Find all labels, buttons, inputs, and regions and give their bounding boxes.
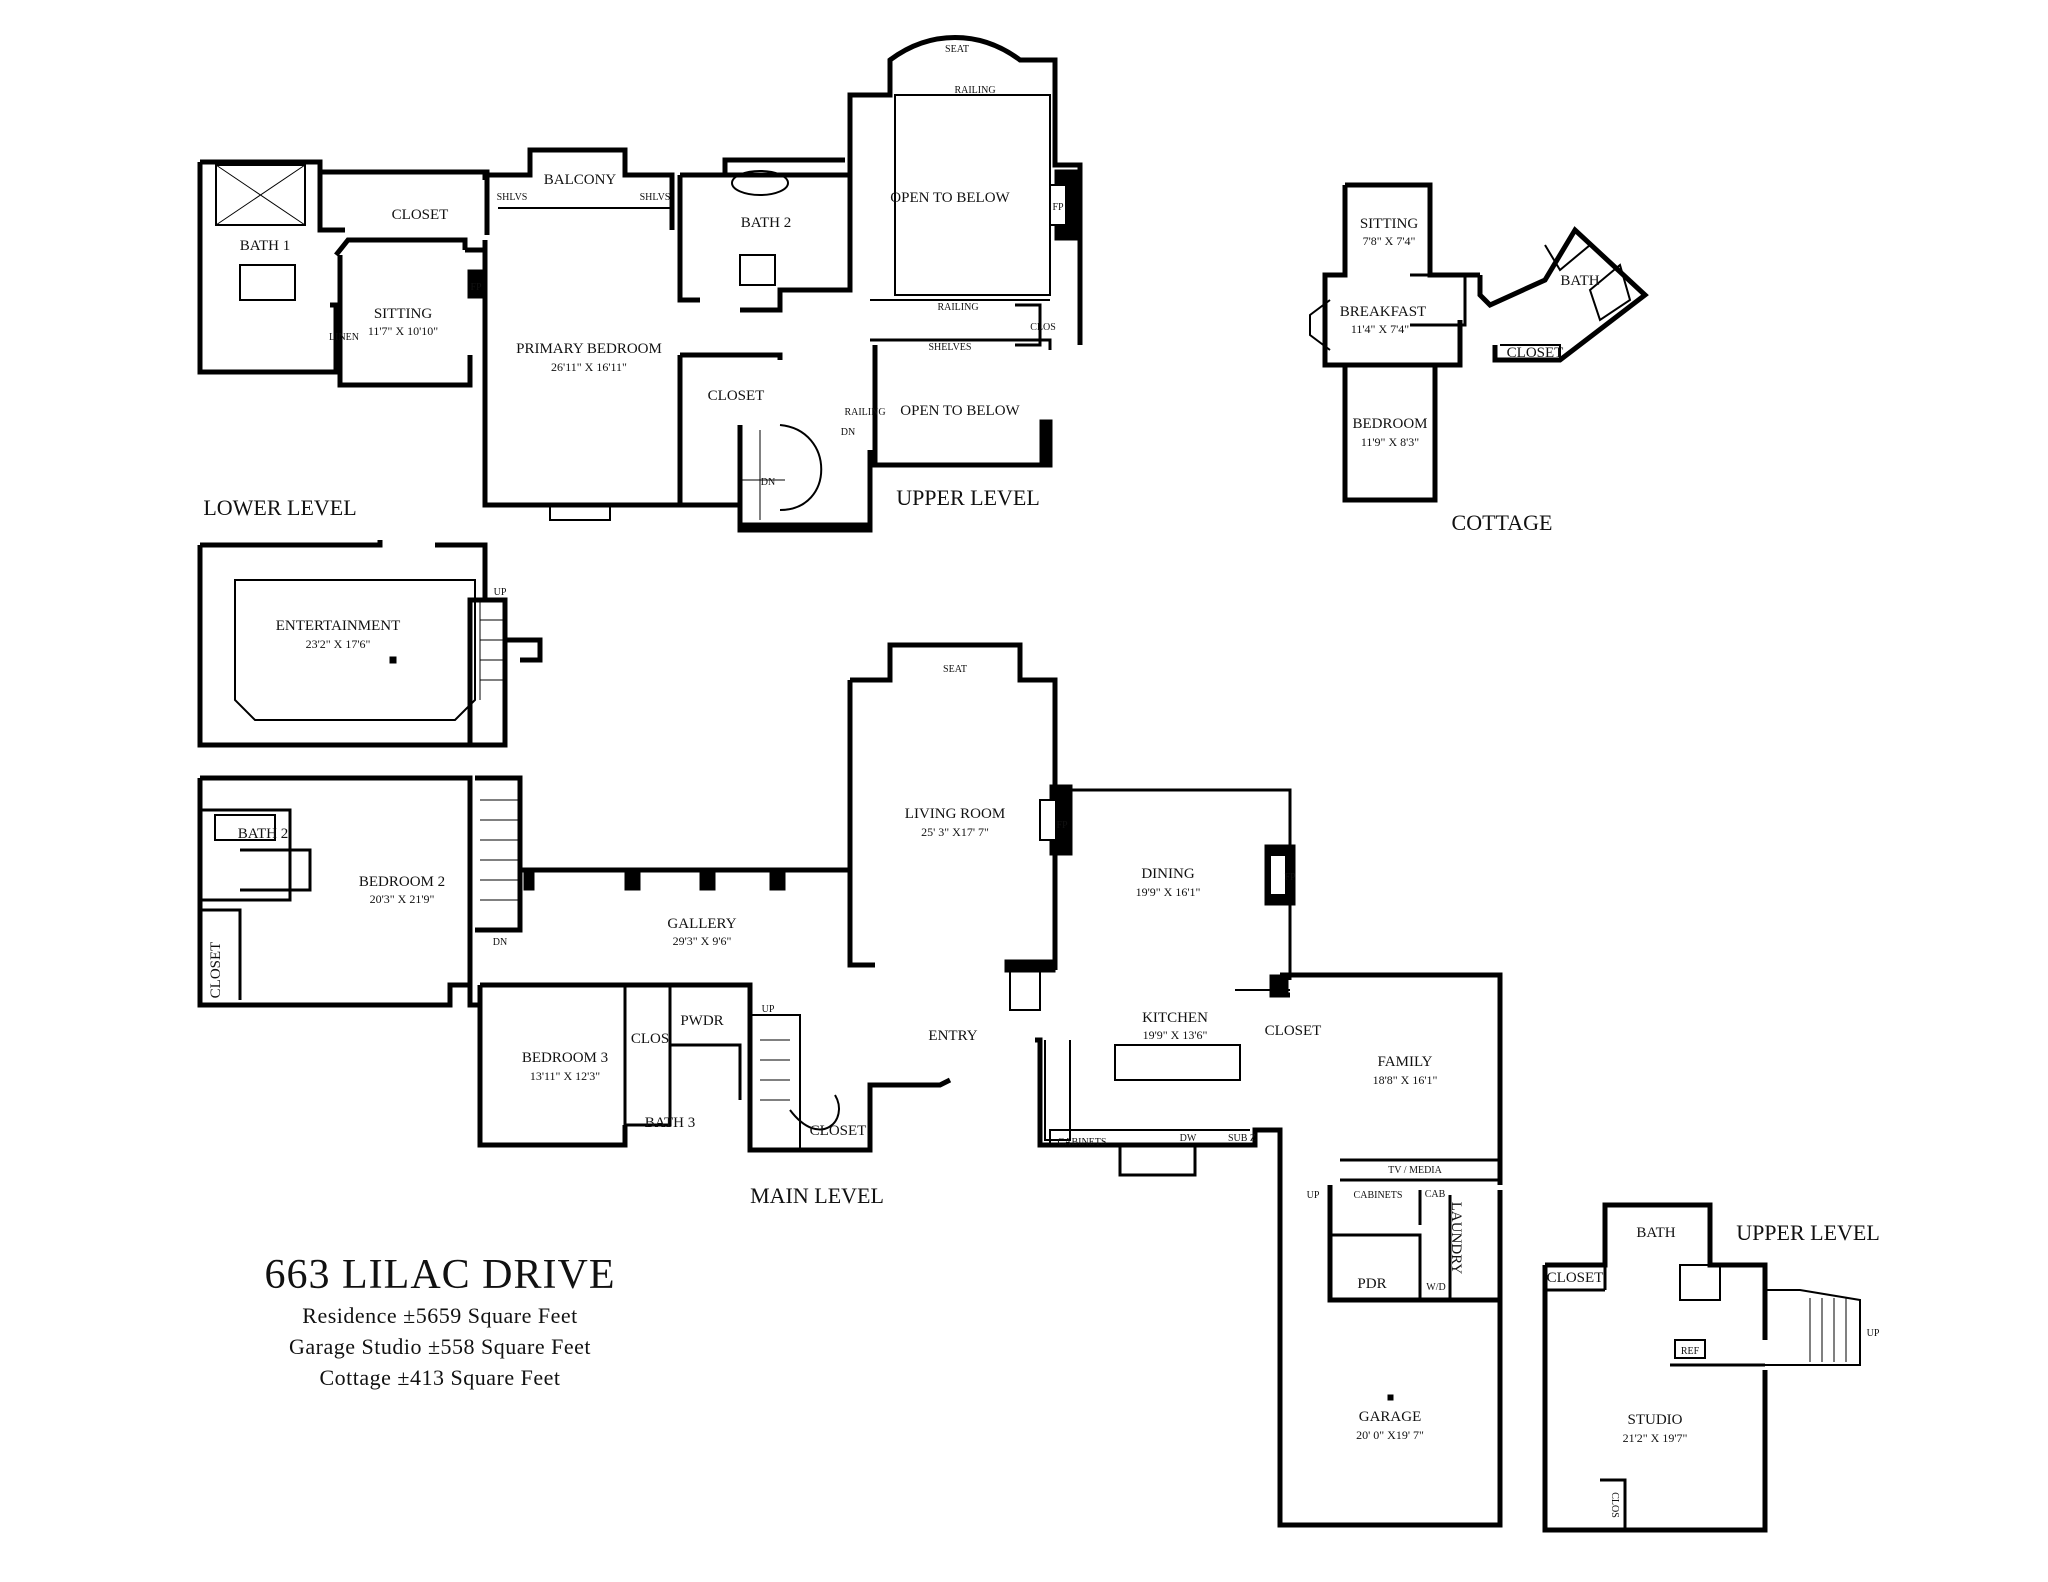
fp-upper-label: FP xyxy=(470,282,482,293)
studio-upper-level-label: UPPER LEVEL xyxy=(1736,1220,1880,1245)
room-cottage-sitting-dim: 7'8" X 7'4" xyxy=(1363,234,1416,248)
cottage-label: COTTAGE xyxy=(1452,510,1553,535)
room-cottage-closet: CLOSET xyxy=(1507,345,1564,361)
main-level-label: MAIN LEVEL xyxy=(750,1183,884,1208)
cabinets-label: CABINETS xyxy=(1058,1137,1107,1148)
room-bedroom3: BEDROOM 3 xyxy=(522,1050,608,1066)
dn-lower-label: DN xyxy=(493,937,507,948)
room-pwdr: PWDR xyxy=(680,1013,723,1029)
room-open-to-below-2: OPEN TO BELOW xyxy=(900,403,1020,419)
room-primary-bedroom: PRIMARY BEDROOM xyxy=(516,341,662,357)
garage-studio-area: Garage Studio ±558 Square Feet xyxy=(288,1334,591,1359)
room-kitchen-dim: 19'9" X 13'6" xyxy=(1143,1028,1208,1042)
room-upper-bath2: BATH 2 xyxy=(741,215,791,231)
upper-level-label: UPPER LEVEL xyxy=(896,485,1040,510)
seat-upper-label: SEAT xyxy=(945,44,969,55)
room-upper-sitting-dim: 11'7" X 10'10" xyxy=(368,324,438,338)
clos2-label: CLOS xyxy=(1609,1492,1620,1518)
room-studio: STUDIO xyxy=(1628,1412,1683,1428)
railing-top-label: RAILING xyxy=(954,85,995,96)
up-family-label: UP xyxy=(1307,1190,1320,1201)
seat-main-label: SEAT xyxy=(943,664,967,675)
room-bedroom2-dim: 20'3" X 21'9" xyxy=(370,892,435,906)
room-lower-bath2: BATH 2 xyxy=(238,826,288,842)
room-family-dim: 18'8" X 16'1" xyxy=(1373,1073,1438,1087)
property-title-block: 663 LILAC DRIVE Residence ±5659 Square F… xyxy=(230,1250,650,1393)
room-gallery: GALLERY xyxy=(667,916,736,932)
property-address: 663 LILAC DRIVE xyxy=(264,1252,616,1298)
dn-upper2-label: DN xyxy=(761,477,775,488)
shelves-label: SHELVES xyxy=(929,342,972,353)
dw-label: DW xyxy=(1180,1133,1197,1144)
ref-label: REF xyxy=(1681,1346,1700,1357)
lower-level-plan xyxy=(197,540,543,748)
room-clos: CLOS xyxy=(631,1031,669,1047)
room-entry: ENTRY xyxy=(928,1028,977,1044)
clos-upper-label: CLOS xyxy=(1030,322,1056,333)
room-studio-dim: 21'2" X 19'7" xyxy=(1623,1431,1688,1445)
room-stair-closet: CLOSET xyxy=(810,1123,867,1139)
room-living-room-dim: 25' 3" X17' 7" xyxy=(921,825,989,839)
cabinets2-label: CABINETS xyxy=(1354,1190,1403,1201)
tv-media-label: TV / MEDIA xyxy=(1388,1165,1442,1176)
room-cottage-bath: BATH xyxy=(1560,273,1599,289)
studio-plan xyxy=(1542,1202,1861,1533)
wd-label: W/D xyxy=(1426,1282,1445,1293)
room-open-to-below-1: OPEN TO BELOW xyxy=(890,190,1010,206)
cab-label: CAB xyxy=(1425,1189,1446,1200)
room-living-room: LIVING ROOM xyxy=(905,806,1005,822)
lower-level-label: LOWER LEVEL xyxy=(203,495,356,520)
dn-upper-label: DN xyxy=(841,427,855,438)
room-family: FAMILY xyxy=(1378,1054,1433,1070)
fp-living-label: FP xyxy=(1056,820,1068,831)
fp-open-label: FP xyxy=(1052,202,1064,213)
room-studio-bath: BATH xyxy=(1636,1225,1675,1241)
upper-level-plan xyxy=(197,35,1083,533)
room-cottage-sitting: SITTING xyxy=(1360,216,1418,232)
shlvs-right-label: SHLVS xyxy=(640,192,671,203)
residence-area: Residence ±5659 Square Feet xyxy=(302,1303,578,1328)
room-cottage-breakfast: BREAKFAST xyxy=(1340,304,1426,320)
room-kitchen: KITCHEN xyxy=(1142,1010,1208,1026)
room-garage: GARAGE xyxy=(1359,1409,1422,1425)
railing-side-label: RAILING xyxy=(844,407,885,418)
room-cottage-bedroom-dim: 11'9" X 8'3" xyxy=(1361,435,1419,449)
shlvs-left-label: SHLVS xyxy=(497,192,528,203)
room-garage-dim: 20' 0" X19' 7" xyxy=(1356,1428,1424,1442)
room-cottage-bedroom: BEDROOM xyxy=(1352,416,1427,432)
room-upper-sitting: SITTING xyxy=(374,306,432,322)
room-bedroom2: BEDROOM 2 xyxy=(359,874,445,890)
room-bath3: BATH 3 xyxy=(645,1115,695,1131)
up-main-label: UP xyxy=(762,1004,775,1015)
room-cottage-breakfast-dim: 11'4" X 7'4" xyxy=(1351,322,1409,336)
room-bath1: BATH 1 xyxy=(240,238,290,254)
up-studio-label: UP xyxy=(1867,1328,1880,1339)
room-dining: DINING xyxy=(1141,866,1194,882)
room-primary-bedroom-dim: 26'11" X 16'11" xyxy=(551,360,627,374)
up-lower-label: UP xyxy=(494,587,507,598)
room-upper-closet2: CLOSET xyxy=(708,388,765,404)
room-entertainment: ENTERTAINMENT xyxy=(276,618,401,634)
room-dining-dim: 19'9" X 16'1" xyxy=(1136,885,1201,899)
room-laundry: LAUNDRY xyxy=(1448,1202,1464,1275)
room-balcony: BALCONY xyxy=(544,172,617,188)
room-pdr: PDR xyxy=(1357,1276,1386,1292)
fp-dining-label: FP xyxy=(1284,872,1296,883)
room-main-closet: CLOSET xyxy=(1265,1023,1322,1039)
main-level-plan xyxy=(197,642,1503,1528)
room-upper-closet: CLOSET xyxy=(392,207,449,223)
cottage-area: Cottage ±413 Square Feet xyxy=(319,1365,561,1390)
room-studio-closet: CLOSET xyxy=(1547,1270,1604,1286)
room-entertainment-dim: 23'2" X 17'6" xyxy=(306,637,371,651)
cottage-plan xyxy=(1309,182,1649,503)
room-labels: LOWER LEVEL UPPER LEVEL COTTAGE MAIN LEV… xyxy=(203,44,1880,1518)
sub-z-label: SUB Z xyxy=(1228,1133,1256,1144)
room-bedroom3-dim: 13'11" X 12'3" xyxy=(530,1069,600,1083)
room-lower-closet: CLOSET xyxy=(208,942,224,999)
linen-label: LINEN xyxy=(329,332,359,343)
room-gallery-dim: 29'3" X 9'6" xyxy=(673,934,732,948)
railing-mid-label: RAILING xyxy=(937,302,978,313)
